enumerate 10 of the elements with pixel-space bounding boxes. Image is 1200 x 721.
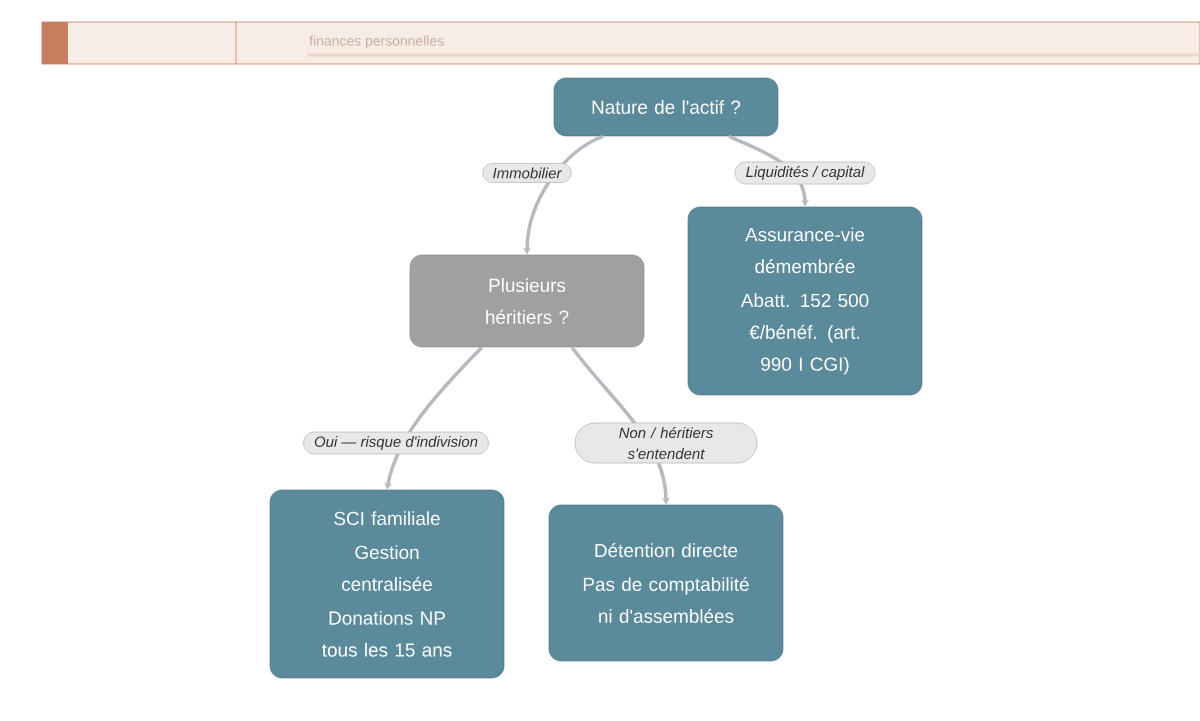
tagline: finances personnelles bbox=[309, 35, 444, 49]
question-box: Nature de l'actif ? bbox=[553, 77, 779, 137]
edge-label: Liquidités / capital bbox=[734, 161, 876, 185]
decision-box: Plusieurs héritiers ? bbox=[409, 254, 645, 348]
edge-label: Non / héritiers s'entendent bbox=[574, 422, 758, 464]
edge-label: Immobilier bbox=[482, 163, 572, 183]
result-box: Détention directe Pas de comptabilité ni d'assemblées bbox=[548, 504, 784, 662]
result-box: Assurance-vie démembrée Abatt. 152 500 €/bénéf. (art. 990 I CGI) bbox=[687, 206, 923, 396]
result-box: SCI familiale Gestion centralisée Donations NP tous les 15 ans bbox=[269, 489, 505, 679]
edge-label: Oui — risque d'indivision bbox=[303, 431, 489, 455]
